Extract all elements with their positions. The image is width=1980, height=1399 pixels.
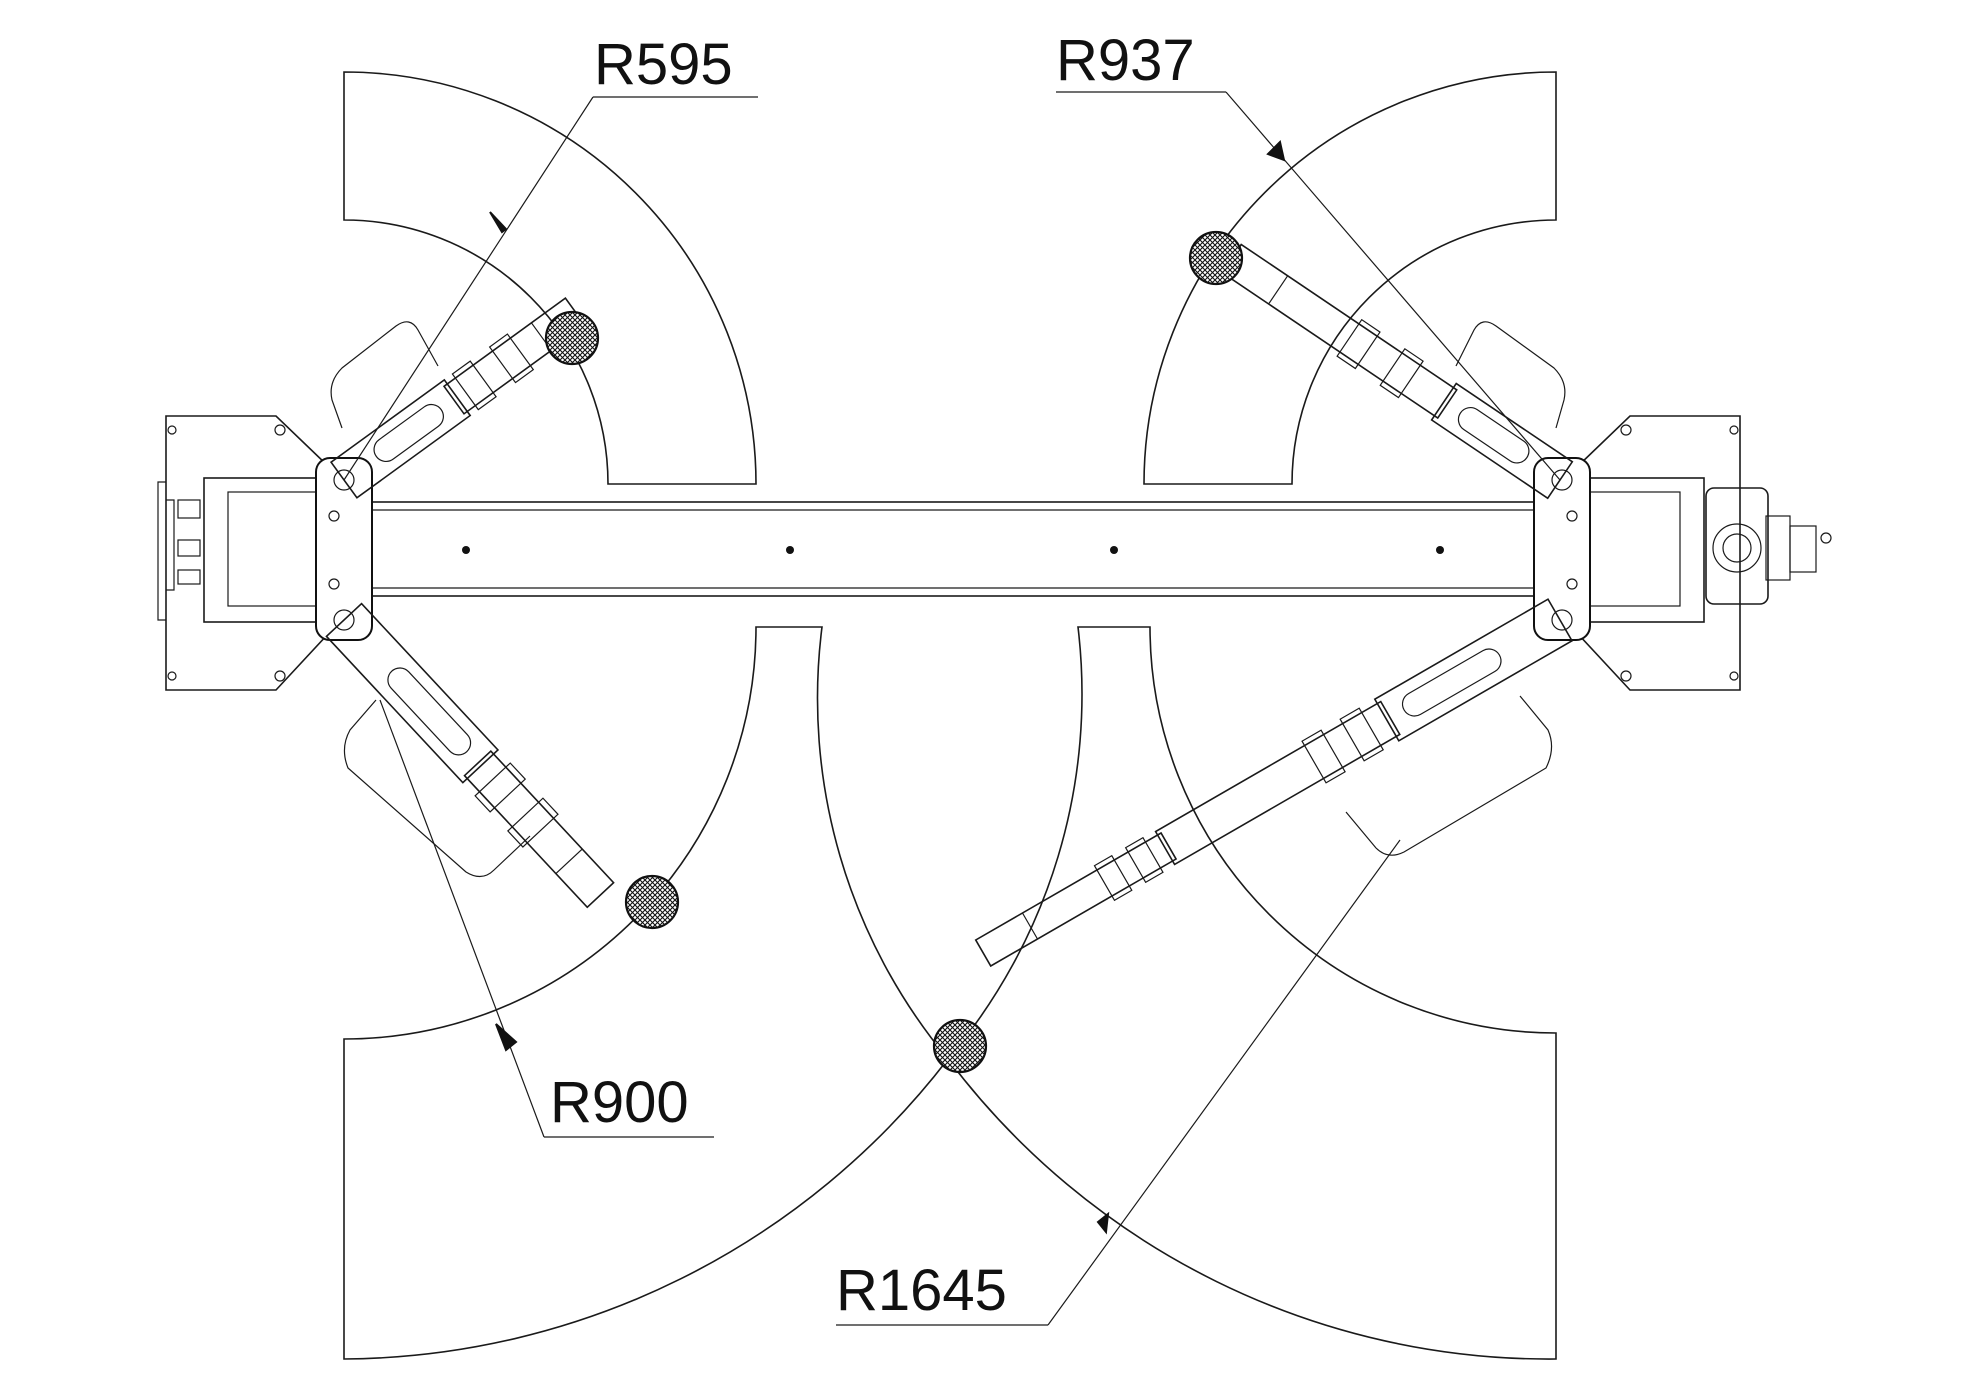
- label-r937: R937: [1056, 28, 1195, 93]
- label-r900: R900: [550, 1070, 689, 1135]
- lift-arm-left-top: [329, 297, 600, 499]
- swing-zone-right-top: [1143, 71, 1557, 485]
- swing-zone-left-bottom: [343, 626, 950, 1360]
- swing-zone-right-bottom: [946, 626, 1557, 1360]
- main-beam: [369, 501, 1561, 597]
- lift-pad-right-bottom: [932, 1018, 988, 1074]
- lift-arm-left-bottom: [325, 602, 680, 930]
- power-unit-motor: [1705, 487, 1832, 605]
- dimension-r900: R900: [379, 699, 714, 1138]
- left-post: [157, 415, 373, 691]
- dimension-r937: R937: [1056, 28, 1561, 481]
- lift-pad-right-top: [1188, 230, 1244, 286]
- dimension-r595: R595: [343, 32, 758, 481]
- lift-arm-right-bottom: [932, 598, 1574, 1074]
- dimension-r1645: R1645: [836, 839, 1401, 1326]
- label-r1645: R1645: [836, 1258, 1007, 1323]
- label-r595: R595: [594, 32, 733, 97]
- swing-zone-left-top: [343, 71, 757, 485]
- lift-pad-left-bottom: [624, 874, 680, 930]
- right-post: [1533, 415, 1832, 691]
- lift-pad-left-top: [544, 310, 600, 366]
